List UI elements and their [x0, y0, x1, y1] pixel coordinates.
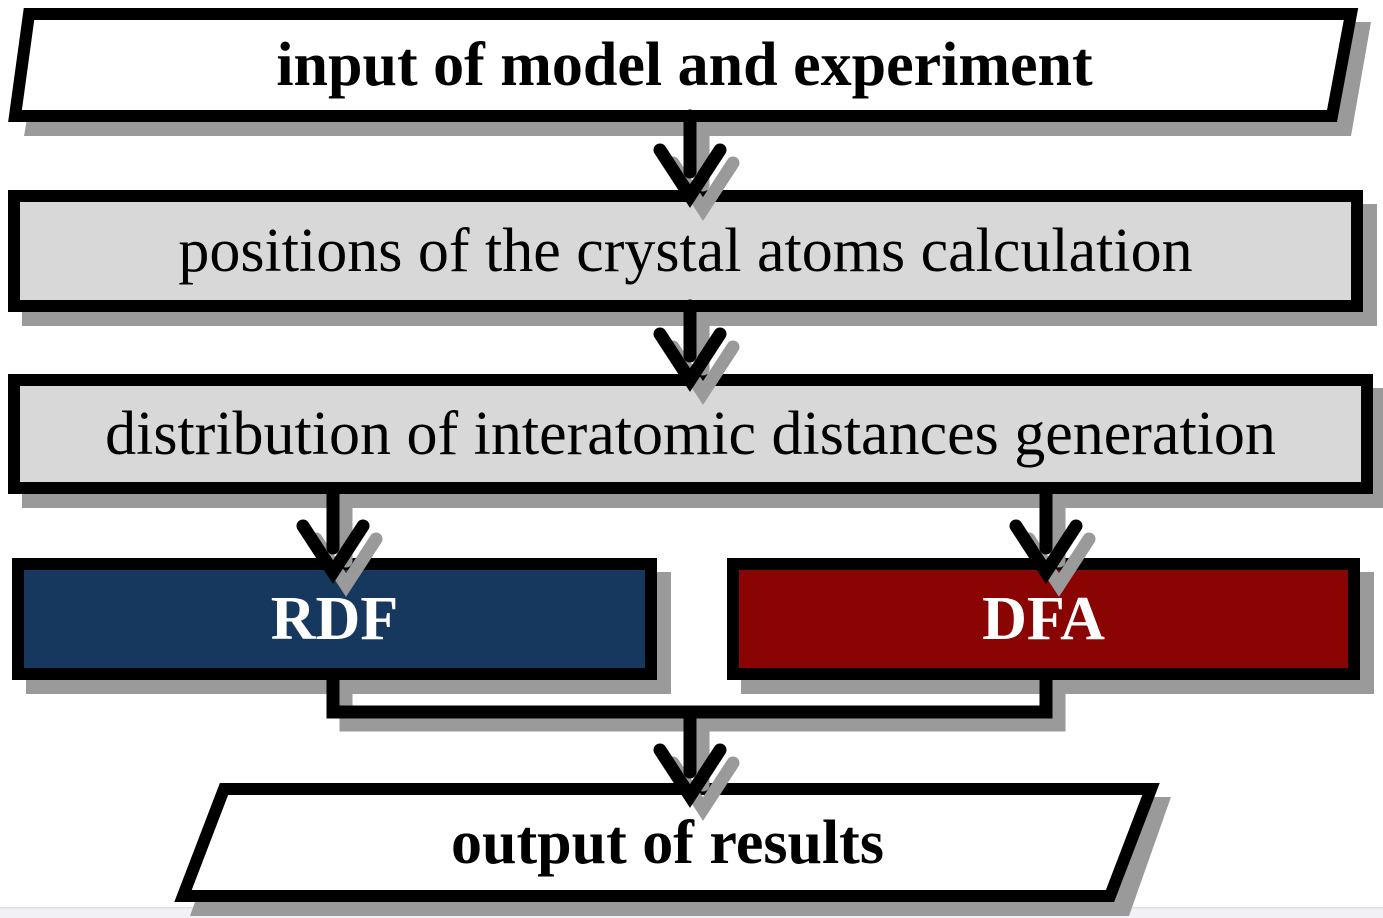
- edge-merge-to-output-arrow-line: [653, 705, 727, 808]
- node-output-box: [174, 783, 1160, 902]
- edge-positions-to-distribution-arrow: [653, 299, 740, 405]
- edge-positions-to-distribution-arrow-line: [653, 299, 727, 392]
- node-positions-box: [8, 190, 1363, 312]
- node-input-box: [8, 8, 1359, 122]
- edge-input-to-positions-arrow: [653, 109, 740, 221]
- edge-distribution-to-rdf-arrow-line: [296, 483, 370, 584]
- edge-input-to-positions-arrow-line: [653, 109, 727, 208]
- node-distribution-box: [8, 374, 1373, 494]
- edge-merge-to-output-arrow: [653, 705, 740, 821]
- edge-distribution-to-dfa-arrow: [1009, 483, 1096, 597]
- edge-distribution-to-rdf-arrow: [296, 483, 383, 597]
- node-dfa-box: [727, 558, 1360, 680]
- edge-distribution-to-dfa-arrow-line: [1009, 483, 1083, 584]
